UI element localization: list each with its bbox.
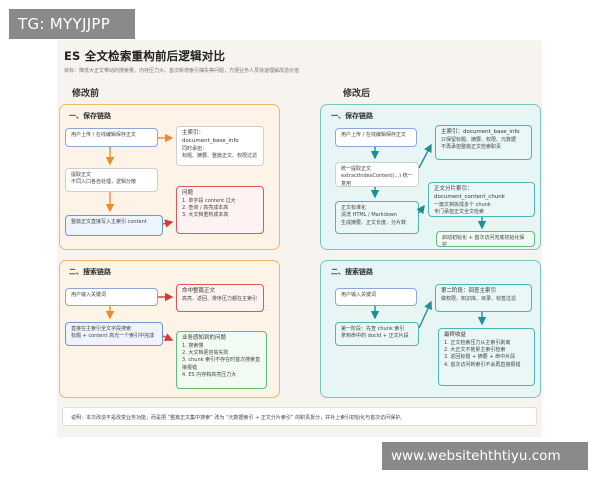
before-impact-line-1: 1. 搜索慢 bbox=[182, 342, 204, 349]
after-save-step-upload: 用户上传 / 在线编辑保存正文 bbox=[335, 128, 417, 147]
after-search-step-input-text: 用户输入关键词 bbox=[341, 292, 377, 298]
before-main-index-head: 主索引：document_base_info bbox=[182, 130, 239, 144]
after-save-step-normalize-line-2: 清洗 HTML / Markdown bbox=[341, 212, 398, 219]
before-problem-line-3: 3. 大文档重构成本高 bbox=[182, 212, 229, 219]
after-main-index-box: 主索引：document_base_info 只保留标题、摘要、权限、元数据 不… bbox=[435, 125, 532, 160]
before-problem-box: 问题 1. 单字段 content 过大 2. 查询 / 高亮成本高 3. 大文… bbox=[176, 186, 264, 234]
after-heading: 修改后 bbox=[343, 89, 371, 99]
after-stage2-box: 第二阶段：回查主索引 做权限、知识库、目录、标签过滤 bbox=[435, 284, 532, 312]
before-heading: 修改前 bbox=[72, 89, 100, 99]
watermark-bottom: www.websitehthtiyu.com bbox=[382, 442, 588, 470]
after-result-line-3: 3. 返回标题 + 摘要 + 命中片段 bbox=[444, 354, 516, 361]
after-chunk-index-head: 正文分片索引：document_content_chunk bbox=[434, 186, 505, 200]
before-impact-line-3: 3. chunk 索引不存在时首次搜索直接报错 bbox=[182, 357, 261, 371]
after-chunk-index-box: 正文分片索引：document_content_chunk 一篇文档拆成多个 c… bbox=[428, 182, 535, 217]
before-problem-line-1: 1. 单字段 content 过大 bbox=[182, 197, 236, 204]
before-main-index-line-2: 标题、摘要、整篇正文、权限过滤 bbox=[182, 153, 258, 160]
before-search-step-query-line-2: 标题 + content 高光一个索引中完成 bbox=[71, 333, 155, 340]
after-save-step-upload-text: 用户上传 / 在线编辑保存正文 bbox=[341, 132, 406, 138]
after-save-step-normalize: 正文标准化 清洗 HTML / Markdown 生成摘要、正文长度、分片数 bbox=[335, 201, 419, 234]
before-save-step-upload-text: 用户上传 / 在线编辑保存正文 bbox=[71, 132, 136, 138]
diagram-subtitle: 目标：降低大正文带动的搜索量、内存压力大、首次新增索引抽失等问题，方便业务人员快… bbox=[64, 68, 300, 74]
diagram-title: ES 全文检索重构前后逻辑对比 bbox=[64, 49, 226, 63]
before-save-step-write-text: 整篇正文直接写入主索引 content bbox=[71, 219, 147, 225]
after-result-line-4: 4. 首次访问新索引不会再直接报错 bbox=[444, 361, 521, 368]
before-save-step-extract-line-2: 不同入口各自处理，逻辑分散 bbox=[71, 179, 137, 186]
before-impact-box: 业务感知到的问题 1. 搜索慢 2. 大文档更容易失败 3. chunk 索引不… bbox=[176, 331, 267, 389]
after-save-step-normalize-line-3: 生成摘要、正文长度、分片数 bbox=[341, 219, 407, 226]
before-impact-line-2: 2. 大文档更容易失败 bbox=[182, 350, 229, 357]
before-save-step-write: 整篇正文直接写入主索引 content bbox=[65, 215, 163, 236]
before-save-step-extract-line-1: 提取正文 bbox=[71, 172, 92, 178]
after-chunk-index-line-1: 一篇文档拆成多个 chunk bbox=[434, 201, 491, 208]
after-chunk-index-line-2: 专门承担正文全文检索 bbox=[434, 209, 485, 216]
before-main-index-line-1: 同时承担： bbox=[182, 145, 208, 152]
after-save-step-normalize-line-1: 正文标准化 bbox=[341, 205, 367, 211]
before-search-step-input-text: 用户输入关键词 bbox=[71, 292, 107, 298]
after-result-line-1: 1. 正文检索压力从主索引剥离 bbox=[444, 339, 511, 346]
before-impact-head: 业务感知到的问题 bbox=[182, 335, 227, 341]
before-search-step-query-line-1: 直接在主索引全文字段搜索 bbox=[71, 326, 132, 332]
after-save-title: 一、保存链路 bbox=[331, 112, 373, 120]
after-search-title: 二、搜索链路 bbox=[331, 268, 373, 276]
after-result-head: 最终收益 bbox=[444, 332, 467, 338]
after-search-step-chunk-line-1: 第一阶段：先查 chunk 索引 bbox=[341, 326, 405, 332]
before-save-step-upload: 用户上传 / 在线编辑保存正文 bbox=[65, 128, 158, 147]
footer-note: 说明：本次改造不是改变业务功能，而是把 “整篇正文集中搜索” 改为 “元数据索引… bbox=[62, 407, 537, 426]
after-save-step-extract: 统一提取正文 extractIndexContent(...) 统一复用 bbox=[335, 162, 419, 187]
after-init-box: 启动初始化 + 首次访问兜底初始化保护 bbox=[436, 231, 535, 247]
watermark-top: TG: MYYJJPP bbox=[9, 9, 135, 39]
before-search-step-input: 用户输入关键词 bbox=[65, 288, 158, 306]
before-hit-line-1: 高亮、返回、排序压力都在主索引 bbox=[182, 295, 258, 302]
before-save-step-extract: 提取正文 不同入口各自处理，逻辑分散 bbox=[65, 168, 158, 192]
after-stage2-head: 第二阶段：回查主索引 bbox=[441, 288, 497, 294]
after-main-index-line-1: 只保留标题、摘要、权限、元数据 bbox=[441, 136, 517, 143]
before-problem-line-2: 2. 查询 / 高亮成本高 bbox=[182, 205, 229, 212]
before-hit-box: 命中整篇正文 高亮、返回、排序压力都在主索引 bbox=[176, 284, 264, 312]
before-impact-line-4: 4. ES 内存和高亮压力大 bbox=[182, 371, 237, 378]
after-result-line-2: 2. 大正文不拖累主索引检索 bbox=[444, 347, 506, 354]
after-search-step-chunk: 第一阶段：先查 chunk 索引 拿到命中的 docId + 正文片段 bbox=[335, 322, 419, 346]
before-main-index-box: 主索引：document_base_info 同时承担： 标题、摘要、整篇正文、… bbox=[176, 126, 264, 166]
after-main-index-line-2: 不再承担整篇正文检索职责 bbox=[441, 144, 502, 151]
after-init-text: 启动初始化 + 首次访问兜底初始化保护 bbox=[442, 235, 525, 247]
before-search-title: 二、搜索链路 bbox=[69, 268, 111, 276]
before-search-step-query: 直接在主索引全文字段搜索 标题 + content 高光一个索引中完成 bbox=[65, 322, 163, 346]
after-result-box: 最终收益 1. 正文检索压力从主索引剥离 2. 大正文不拖累主索引检索 3. 返… bbox=[438, 328, 535, 386]
after-main-index-head: 主索引：document_base_info bbox=[441, 129, 520, 135]
after-search-step-input: 用户输入关键词 bbox=[335, 288, 417, 306]
after-stage2-line-1: 做权限、知识库、目录、标签过滤 bbox=[441, 295, 517, 302]
after-search-step-chunk-line-2: 拿到命中的 docId + 正文片段 bbox=[341, 333, 409, 340]
before-problem-head: 问题 bbox=[182, 190, 194, 196]
before-save-title: 一、保存链路 bbox=[69, 112, 111, 120]
after-save-step-extract-line-1: 统一提取正文 bbox=[341, 166, 372, 172]
before-hit-head: 命中整篇正文 bbox=[182, 288, 216, 294]
after-save-step-extract-line-2: extractIndexContent(...) 统一复用 bbox=[341, 173, 413, 187]
